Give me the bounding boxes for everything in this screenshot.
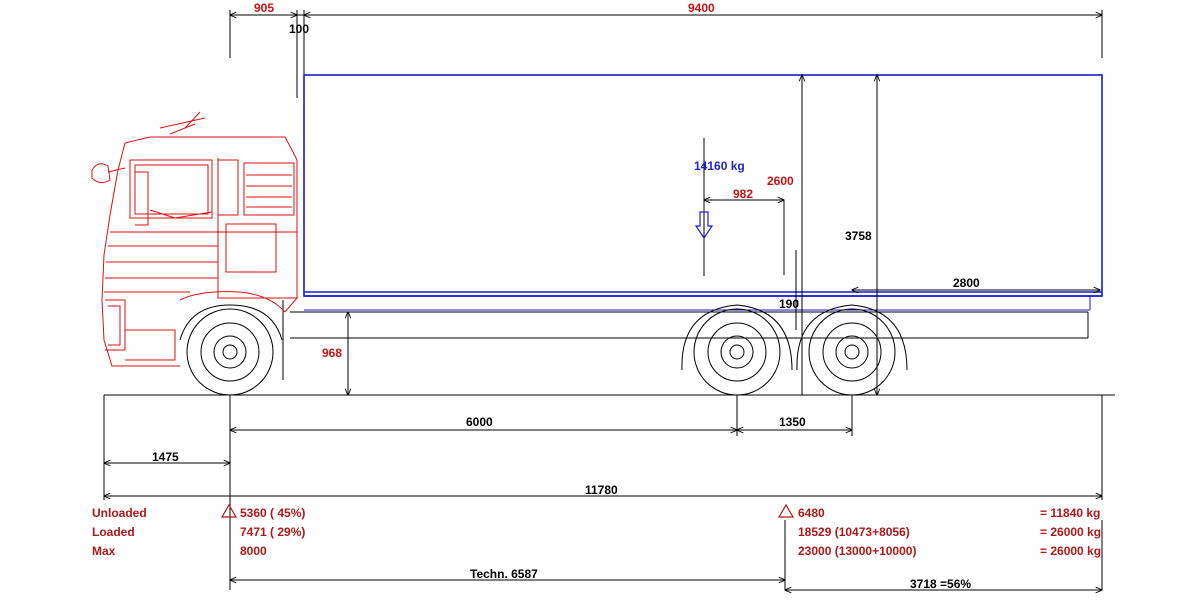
truck-cab bbox=[91, 111, 298, 367]
payload-label: 14160 kg bbox=[694, 159, 745, 173]
dim-6000: 6000 bbox=[466, 415, 493, 429]
dim-982: 982 bbox=[733, 187, 753, 201]
dim-968: 968 bbox=[322, 346, 342, 360]
dim-2800: 2800 bbox=[953, 276, 980, 290]
rear-axle-marker bbox=[777, 503, 795, 518]
top-dimension-lines bbox=[230, 10, 1102, 98]
technical-wheelbase: Techn. 6587 bbox=[470, 567, 538, 581]
dim-9400: 9400 bbox=[688, 1, 715, 15]
front-wheel bbox=[179, 304, 283, 396]
dim-3758: 3758 bbox=[845, 229, 872, 243]
rear-wheel-2 bbox=[796, 304, 908, 396]
dim-905: 905 bbox=[254, 1, 274, 15]
dim-190: 190 bbox=[779, 297, 799, 311]
dim-11780: 11780 bbox=[585, 483, 618, 497]
cargo-body bbox=[303, 74, 1103, 311]
bottom-dimension-lines bbox=[104, 430, 1102, 590]
front-axle-marker bbox=[220, 503, 238, 518]
ground-line bbox=[103, 394, 1115, 590]
vertical-dimension-lines bbox=[348, 75, 1100, 395]
rear-overhang-ratio: 3718 =56% bbox=[910, 577, 971, 591]
rear-wheel-1 bbox=[681, 304, 793, 396]
dim-1475: 1475 bbox=[152, 450, 179, 464]
load-cg-marker bbox=[694, 138, 714, 276]
chassis-frame bbox=[282, 300, 1089, 380]
dim-100: 100 bbox=[289, 22, 309, 36]
dim-2600: 2600 bbox=[767, 174, 794, 188]
dim-1350: 1350 bbox=[779, 415, 806, 429]
